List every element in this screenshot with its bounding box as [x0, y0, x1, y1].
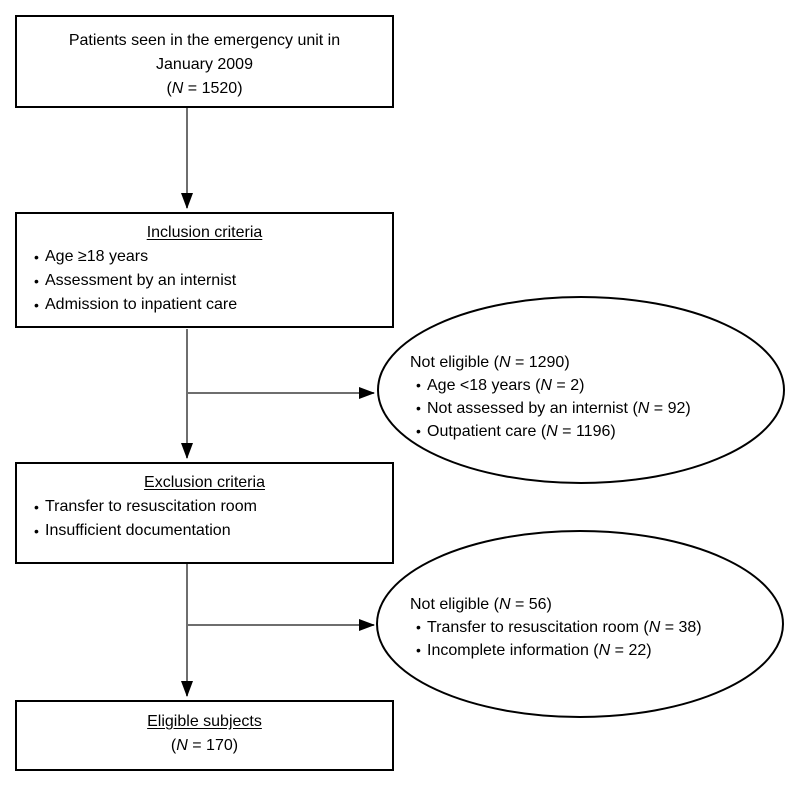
not-eligible-1-bullet-2: • Not assessed by an internist (N = 92) [410, 397, 691, 420]
not-eligible-ellipse-2 [376, 530, 784, 718]
inclusion-bullet-2-text: Assessment by an internist [45, 272, 237, 289]
exclusion-bullet-2-text: Insufficient documentation [45, 522, 231, 539]
box-eligible-subjects: Eligible subjects (N = 170) [15, 700, 394, 771]
box-patients-seen: Patients seen in the emergency unit in J… [15, 15, 394, 108]
inclusion-bullet-1-text: Age ≥18 years [45, 248, 149, 265]
not-eligible-2-bullet-1-text: Transfer to resuscitation room (N = 38) [427, 619, 702, 636]
not-eligible-2-bullet-1: • Transfer to resuscitation room (N = 38… [410, 616, 702, 639]
not-eligible-1-text: Not eligible (N = 1290) • Age <18 years … [410, 351, 691, 443]
bullet-icon: • [416, 619, 421, 635]
not-eligible-2-bullet-2-text: Incomplete information (N = 22) [427, 642, 652, 659]
eligible-title: Eligible subjects [147, 713, 262, 730]
bullet-icon: • [416, 642, 421, 658]
not-eligible-1-bullet-1-text: Age <18 years (N = 2) [427, 377, 585, 394]
box-patients-n: (N = 1520) [166, 80, 243, 97]
bullet-icon: • [416, 377, 421, 393]
inclusion-bullet-3: • Admission to inpatient care [28, 293, 392, 317]
not-eligible-2-text: Not eligible (N = 56) • Transfer to resu… [410, 593, 702, 662]
not-eligible-1-bullet-2-text: Not assessed by an internist (N = 92) [427, 400, 691, 417]
not-eligible-1-bullet-3-text: Outpatient care (N = 1196) [427, 423, 616, 440]
inclusion-bullet-3-text: Admission to inpatient care [45, 296, 238, 313]
box-exclusion-criteria: Exclusion criteria • Transfer to resusci… [15, 462, 394, 564]
exclusion-bullet-1: • Transfer to resuscitation room [28, 495, 392, 519]
not-eligible-1-bullet-3: • Outpatient care (N = 1196) [410, 420, 691, 443]
bullet-icon: • [34, 297, 39, 313]
eligible-n: (N = 170) [170, 737, 239, 754]
box-patients-line1: Patients seen in the emergency unit in [68, 32, 341, 49]
exclusion-bullet-1-text: Transfer to resuscitation room [45, 498, 257, 515]
not-eligible-1-bullet-1: • Age <18 years (N = 2) [410, 374, 691, 397]
not-eligible-ellipse-1 [377, 296, 785, 484]
inclusion-bullet-1: • Age ≥18 years [28, 245, 392, 269]
box-patients-line2: January 2009 [156, 56, 253, 73]
bullet-icon: • [416, 423, 421, 439]
bullet-icon: • [34, 499, 39, 515]
box-inclusion-criteria: Inclusion criteria • Age ≥18 years • Ass… [15, 212, 394, 328]
bullet-icon: • [34, 523, 39, 539]
exclusion-title: Exclusion criteria [144, 474, 265, 491]
not-eligible-2-header: Not eligible (N = 56) [410, 596, 552, 613]
not-eligible-2-bullet-2: • Incomplete information (N = 22) [410, 639, 702, 662]
bullet-icon: • [34, 249, 39, 265]
exclusion-bullet-2: • Insufficient documentation [28, 519, 392, 543]
not-eligible-1-header: Not eligible (N = 1290) [410, 354, 570, 371]
bullet-icon: • [34, 273, 39, 289]
bullet-icon: • [416, 400, 421, 416]
inclusion-title: Inclusion criteria [146, 224, 263, 241]
inclusion-bullet-2: • Assessment by an internist [28, 269, 392, 293]
